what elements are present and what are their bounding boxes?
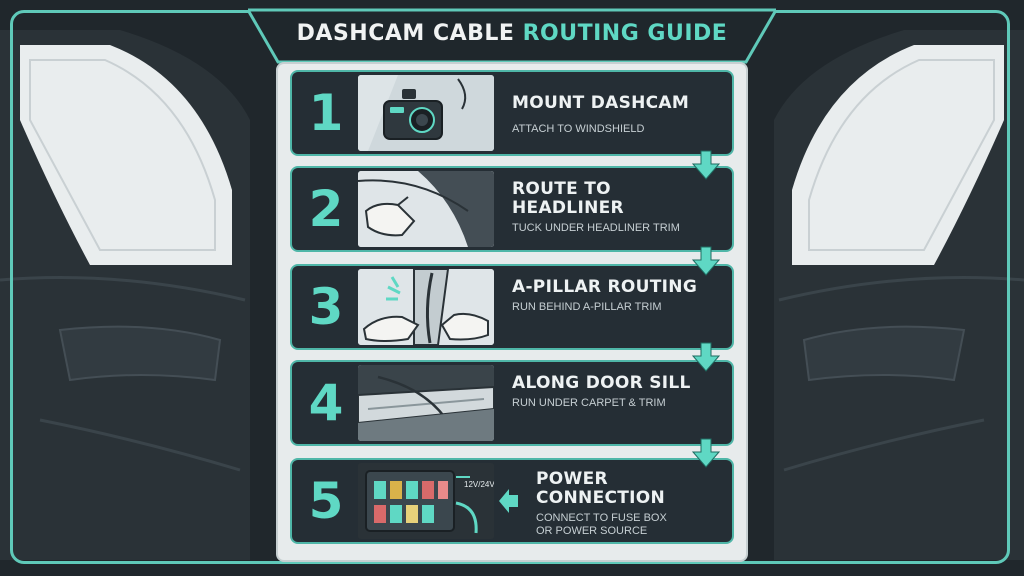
step-heading: MOUNT DASHCAM bbox=[512, 93, 690, 113]
title-part1: DASHCAM CABLE bbox=[296, 21, 523, 46]
title-part2: ROUTING GUIDE bbox=[522, 21, 728, 46]
step-card-2: 2 ROUTE TO HEADLINER TUCK UNDER HEADLINE… bbox=[290, 166, 734, 252]
down-arrow-icon bbox=[692, 342, 720, 372]
hands-icon bbox=[358, 171, 494, 247]
step-card-4: 4 ALONG DOOR SILL RUN UNDER CARPET & TRI… bbox=[290, 360, 734, 446]
step-number: 5 bbox=[308, 472, 344, 530]
step-description: TUCK UNDER HEADLINER TRIM bbox=[512, 222, 680, 234]
step-card-5: 5 12V/24V POWER CONNECTION CONNECT TO FU… bbox=[290, 458, 734, 544]
down-arrow-icon bbox=[692, 150, 720, 180]
step-description: RUN BEHIND A-PILLAR TRIM bbox=[512, 301, 662, 313]
step-card-3: 3 A-PILLAR ROUTING RUN BEHIND A-PILLAR T… bbox=[290, 264, 734, 350]
step-heading: ROUTE TO HEADLINER bbox=[512, 179, 624, 218]
step-heading: POWER CONNECTION bbox=[536, 469, 666, 508]
step-description: ATTACH TO WINDSHIELD bbox=[512, 123, 645, 135]
step-heading: A-PILLAR ROUTING bbox=[512, 277, 698, 297]
left-arrow-icon bbox=[499, 489, 518, 513]
door-sill-icon bbox=[358, 365, 494, 441]
title-banner: DASHCAM CABLE ROUTING GUIDE bbox=[248, 8, 776, 64]
page-title: DASHCAM CABLE ROUTING GUIDE bbox=[248, 21, 776, 46]
step-card-1: 1 MOUNT DASHCAM ATTACH TO WINDSHIELD bbox=[290, 70, 734, 156]
dashcam-icon bbox=[358, 75, 494, 151]
step-number: 4 bbox=[308, 374, 344, 432]
step-heading: ALONG DOOR SILL bbox=[512, 373, 691, 393]
down-arrow-icon bbox=[692, 438, 720, 468]
step-number: 3 bbox=[308, 278, 344, 336]
step-number: 1 bbox=[308, 84, 344, 142]
step-description: CONNECT TO FUSE BOX OR POWER SOURCE bbox=[536, 512, 667, 537]
step-description: RUN UNDER CARPET & TRIM bbox=[512, 397, 666, 409]
step-number: 2 bbox=[308, 180, 344, 238]
hands-icon bbox=[358, 269, 494, 345]
fuse-box-icon: 12V/24V bbox=[358, 463, 494, 539]
voltage-label: 12V/24V bbox=[464, 480, 494, 489]
down-arrow-icon bbox=[692, 246, 720, 276]
